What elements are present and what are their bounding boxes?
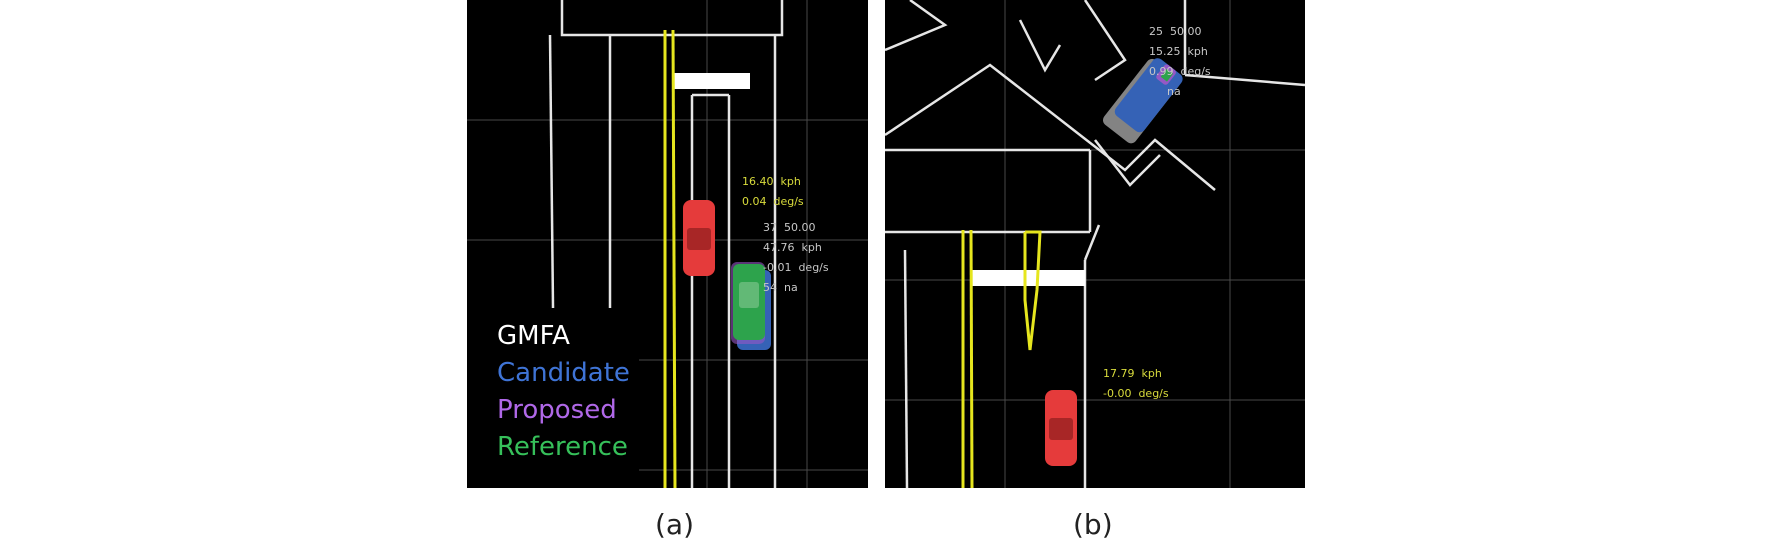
ego-yaw-label: 0.04 deg/s — [742, 195, 804, 208]
ego-yaw-label-b: -0.00 deg/s — [1103, 387, 1169, 400]
legend-item-gmfa: GMFA — [497, 321, 570, 351]
caption-a: (a) — [655, 508, 695, 541]
road-map-b — [885, 0, 1305, 488]
center-line-b — [961, 229, 1042, 488]
target-info-b-line1: 25 50.00 — [1149, 25, 1202, 38]
ego-vehicle-a — [683, 200, 715, 276]
ego-speed-label: 16.40 kph — [742, 175, 801, 188]
ego-vehicle-b — [1045, 390, 1077, 466]
road-map-a — [467, 0, 868, 488]
scene-view-b: 25 50.00 15.25 kph 0.99 deg/s na 17.79 k… — [885, 0, 1305, 488]
target-info-b-line2: 15.25 kph — [1149, 45, 1208, 58]
stop-line — [672, 73, 750, 89]
stop-line-b — [970, 270, 1085, 286]
target-info-b-line4: na — [1167, 85, 1181, 98]
caption-b: (b) — [1073, 508, 1113, 541]
target-info-line3: -0.01 deg/s — [763, 261, 829, 274]
legend: GMFA Candidate Proposed Reference — [467, 308, 639, 488]
center-line — [663, 29, 677, 488]
legend-item-reference: Reference — [497, 432, 628, 462]
target-vehicle-b — [1102, 58, 1183, 144]
target-info-line1: 37 50.00 — [763, 221, 816, 234]
legend-item-proposed: Proposed — [497, 395, 617, 425]
scene-view-a: 16.40 kph 0.04 deg/s 37 50.00 47.76 kph … — [467, 0, 868, 488]
target-info-line4: 54 na — [763, 281, 798, 294]
target-vehicle-a — [731, 262, 771, 350]
target-info-b-line3: 0.99 deg/s — [1149, 65, 1211, 78]
legend-item-candidate: Candidate — [497, 358, 630, 388]
ego-speed-label-b: 17.79 kph — [1103, 367, 1162, 380]
target-info-line2: 47.76 kph — [763, 241, 822, 254]
